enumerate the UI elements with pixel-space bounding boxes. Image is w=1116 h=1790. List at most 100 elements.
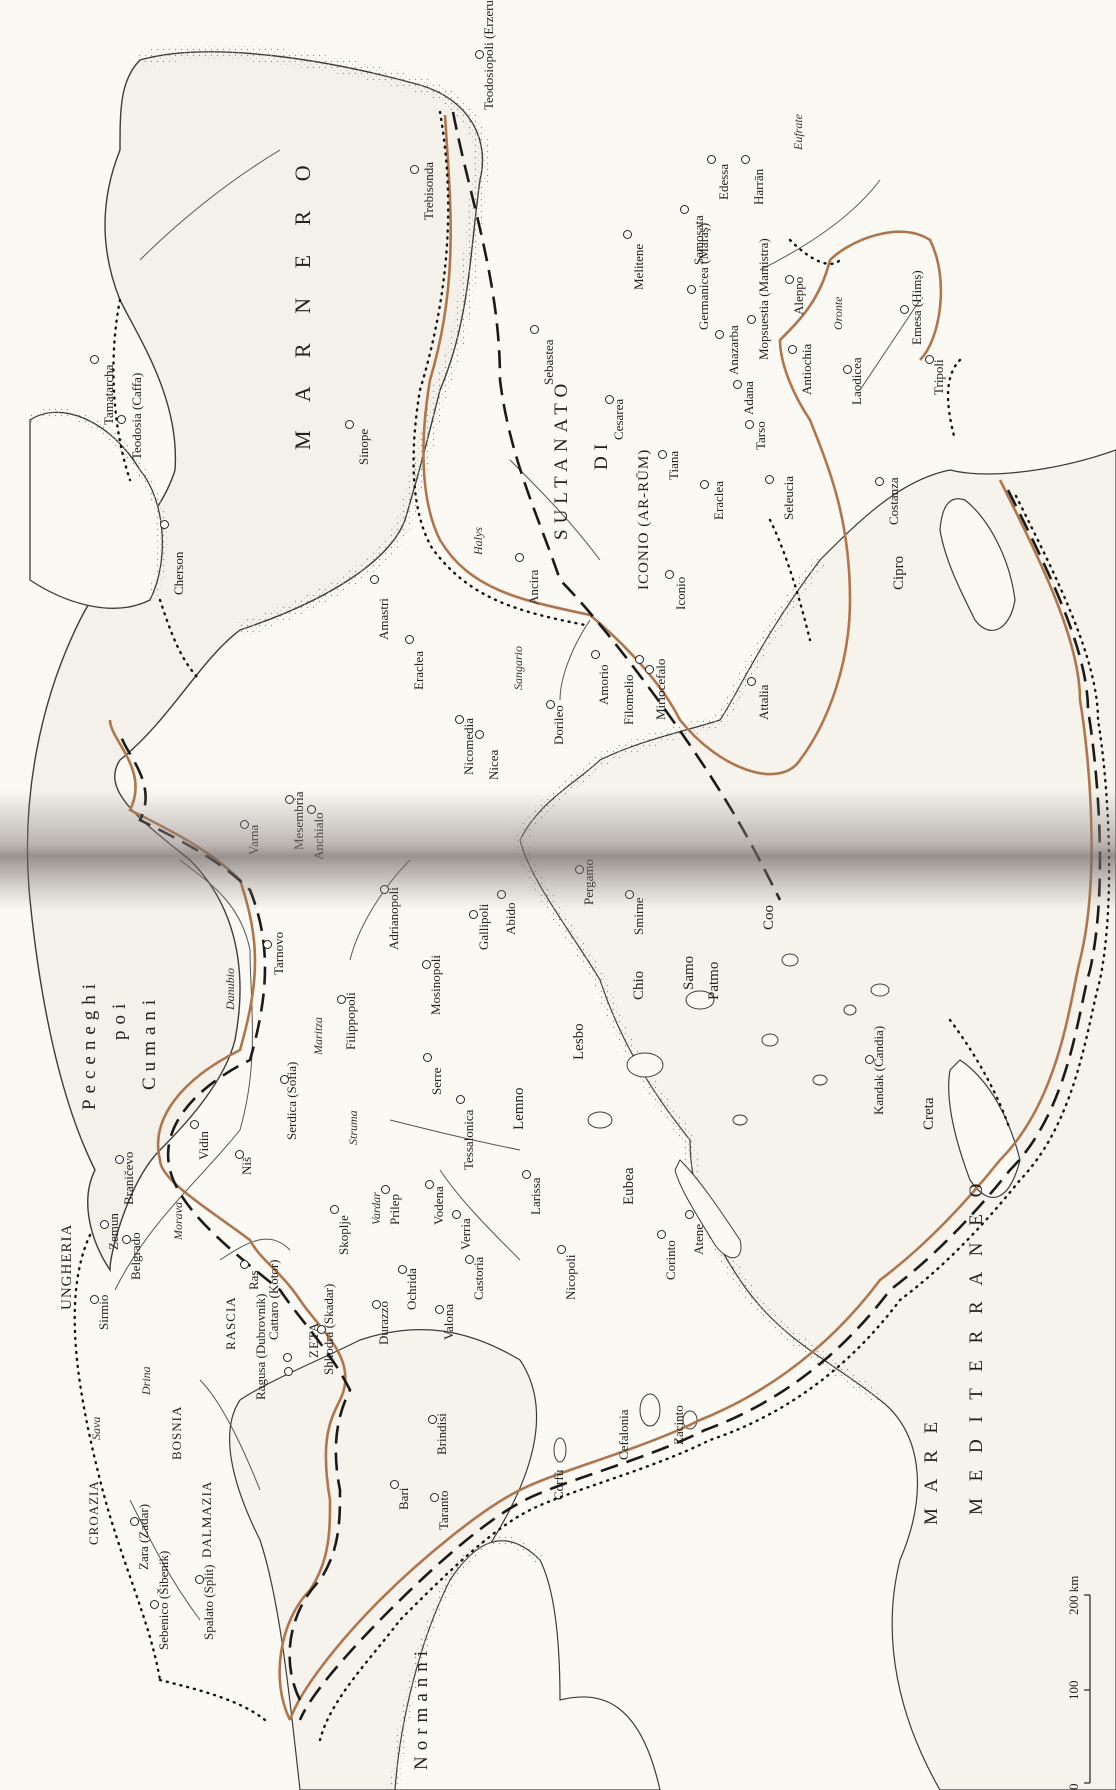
city-marker-kandak xyxy=(865,1055,874,1064)
city-label-tamatarcha: Tamatarcha xyxy=(101,364,116,425)
city-marker-taranto xyxy=(430,1493,439,1502)
city-label-castoria: Castoria xyxy=(471,1256,486,1300)
city-label-smirne: Smirne xyxy=(631,897,646,935)
region-zeta: ZETA xyxy=(306,1321,321,1358)
city-marker-aleppo xyxy=(785,275,794,284)
scale-label-0: 0 xyxy=(1066,1783,1081,1790)
city-label-mesembria: Mesembria xyxy=(291,791,306,850)
river-sangario: Sangario xyxy=(511,645,525,690)
river-oronte: Oronte xyxy=(831,296,845,330)
city-marker-mopsuestia xyxy=(747,315,756,324)
city-marker-laodicea xyxy=(843,365,852,374)
mediterranean-label-2: M E D I T E R R A N E O xyxy=(966,1177,987,1515)
city-label-amastri: Amastri xyxy=(376,598,391,640)
city-marker-ancira xyxy=(515,553,524,562)
city-label-cherson: Cherson xyxy=(171,551,186,595)
city-label-zara: Zara (Zadar) xyxy=(136,1503,151,1570)
city-label-harran: Harrān xyxy=(751,168,766,205)
city-marker-filippopoli xyxy=(337,995,346,1004)
city-marker-larissa xyxy=(522,1170,531,1179)
city-marker-vidin xyxy=(190,1120,199,1129)
city-label-pergamo: Pergamo xyxy=(581,859,596,905)
city-marker-teodosiopoli xyxy=(475,50,484,59)
city-marker-serdica xyxy=(280,1075,289,1084)
scale-label-100: 100 xyxy=(1066,1680,1081,1701)
city-label-shkodra: Shkodra (Skadar) xyxy=(321,1283,336,1375)
city-label-abido: Abido xyxy=(503,902,518,936)
city-marker-nis xyxy=(235,1150,244,1159)
city-marker-amorio xyxy=(591,650,600,659)
city-label-gallipoli: Gallipoli xyxy=(476,903,491,950)
crete-island xyxy=(948,1059,1021,1199)
city-marker-edessa xyxy=(707,155,716,164)
city-label-serre: Serre xyxy=(429,1067,444,1095)
river-eufrate: Eufrate xyxy=(791,114,805,150)
city-marker-sebenico xyxy=(150,1600,159,1609)
city-marker-germanicea xyxy=(687,285,696,294)
city-label-mosinopoli: Mosinopoli xyxy=(428,955,443,1015)
city-label-teodosia: Teodosia (Caffa) xyxy=(129,372,144,460)
city-label-tarnovo: Tarnovo xyxy=(271,931,286,975)
city-label-adrianopoli: Adrianopoli xyxy=(386,887,401,950)
city-label-corinto: Corinto xyxy=(663,1240,678,1280)
city-label-cesarea: Cesarea xyxy=(611,398,626,440)
city-label-zemun: Zemun xyxy=(106,1213,121,1250)
city-label-laodicea: Laodicea xyxy=(849,357,864,405)
city-label-spalato: Spalato (Split) xyxy=(201,1564,216,1640)
island-patmo: Patmo xyxy=(706,961,722,1000)
city-label-skoplje: Skoplje xyxy=(336,1215,351,1255)
city-label-dorileo: Dorileo xyxy=(551,705,566,745)
city-label-prilep: Prilep xyxy=(387,1193,402,1225)
city-label-eraclea_s: Eraclea xyxy=(711,481,726,520)
city-label-attalia: Attalia xyxy=(756,684,771,720)
city-marker-verria xyxy=(452,1210,461,1219)
city-label-varna: Varna xyxy=(246,824,261,855)
city-marker-dorileo xyxy=(546,700,555,709)
cyprus-island xyxy=(939,498,1016,631)
city-label-kandak: Kandak (Candia) xyxy=(871,1025,886,1115)
city-marker-bari xyxy=(390,1480,399,1489)
city-marker-tiana xyxy=(658,450,667,459)
city-marker-cesarea xyxy=(605,395,614,404)
city-marker-prilep xyxy=(381,1185,390,1194)
city-marker-ochrida xyxy=(398,1265,407,1274)
city-label-durazzo: Durazzo xyxy=(376,1300,391,1345)
island-cefalonia: Cefalonia xyxy=(616,1409,631,1460)
river-morava: Morava xyxy=(171,1202,185,1240)
river-halys: Halys xyxy=(471,527,485,555)
city-marker-tamatarcha xyxy=(90,355,99,364)
city-marker-skoplje xyxy=(330,1205,339,1214)
city-marker-melitene xyxy=(623,230,632,239)
city-label-vidin: Vidin xyxy=(196,1131,211,1160)
city-label-atene: Atene xyxy=(691,1223,706,1255)
city-label-filomelio: Filomelio xyxy=(621,674,636,725)
city-label-vodena: Vodena xyxy=(431,1186,446,1225)
island-lemno: Lemno xyxy=(511,1087,527,1131)
city-marker-durazzo xyxy=(372,1300,381,1309)
region-dalmazia: DALMAZIA xyxy=(199,1480,214,1558)
city-marker-harran xyxy=(741,155,750,164)
city-label-edessa: Edessa xyxy=(716,163,731,200)
city-marker-cherson xyxy=(160,520,169,529)
city-label-aleppo: Aleppo xyxy=(791,276,806,315)
region-bosnia: BOSNIA xyxy=(169,1405,184,1460)
city-label-adana: Adana xyxy=(741,381,756,415)
city-marker-anazarba xyxy=(715,330,724,339)
island-creta: Creta xyxy=(921,1097,937,1130)
river-maritza: Maritza xyxy=(311,1016,325,1055)
city-marker-zemun xyxy=(100,1220,109,1229)
city-label-nis: Niš xyxy=(239,1156,254,1175)
city-label-belgrado: Belgrado xyxy=(128,1232,143,1280)
region-poi: poi xyxy=(109,997,130,1040)
city-label-branicevo: Braničevo xyxy=(121,1151,136,1205)
city-marker-corinto xyxy=(657,1230,666,1239)
city-label-ancira: Ancira xyxy=(526,569,541,605)
scale-bar xyxy=(1084,1594,1091,1784)
city-marker-brindisi xyxy=(428,1415,437,1424)
region-cumani: Cumani xyxy=(139,993,160,1090)
island-coo: Coo xyxy=(761,904,777,930)
region-rascia: RASCIA xyxy=(223,1296,238,1350)
city-marker-adana xyxy=(733,380,742,389)
city-label-eraclea_n: Eraclea xyxy=(411,651,426,690)
